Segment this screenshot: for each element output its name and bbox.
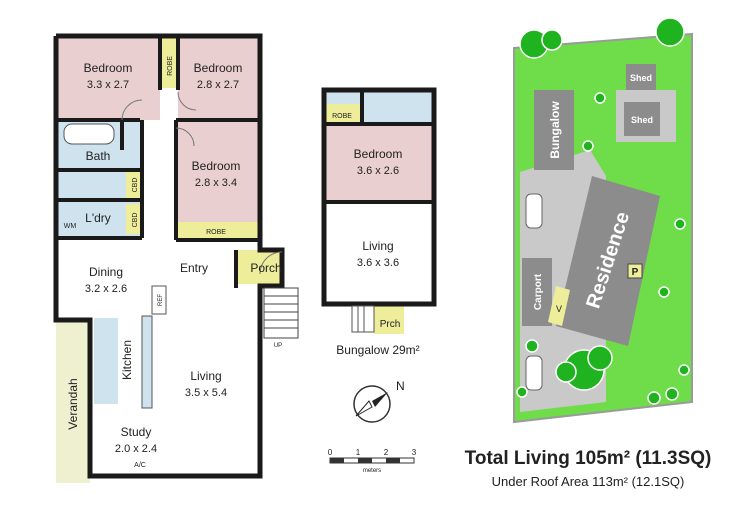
cbd-1-fill: [126, 170, 142, 198]
cbd-label: CBD: [132, 178, 139, 193]
tree-icon: [516, 17, 690, 405]
bungalow-porch-fill: [374, 306, 404, 334]
scale-tick: 0: [328, 448, 333, 457]
up-label: UP: [274, 343, 282, 349]
total-living-title: Total Living 105m² (11.3SQ): [465, 448, 712, 469]
room-name: Bedroom: [84, 61, 133, 75]
house-outer-wall: [53, 33, 285, 479]
room-name: Living: [190, 369, 221, 383]
site-carport: [522, 258, 552, 326]
bedroom-2-fill: [178, 38, 258, 120]
v-label: V: [556, 304, 562, 314]
robe-label: ROBE: [167, 56, 174, 76]
room-size: 3.2 x 2.6: [85, 283, 127, 295]
porch-label: Prch: [380, 319, 401, 330]
room-name: Study: [121, 425, 152, 439]
room-name: Bedroom: [194, 61, 243, 75]
room-name: Dining: [89, 265, 123, 279]
ref-label: REF: [158, 294, 164, 306]
room-size: 2.8 x 3.4: [195, 177, 237, 189]
robe-label: ROBE: [332, 113, 352, 120]
site-residence: [556, 176, 660, 346]
stairs-icon: [263, 287, 299, 339]
room-name: Living: [362, 239, 393, 253]
bungalow-steps-icon: [351, 305, 375, 333]
bedroom-1-fill: [58, 38, 160, 120]
car-icon: [525, 193, 543, 229]
fridge-space: [151, 285, 167, 315]
bungalow-plan: ROBE Bedroom 3.6 x 2.6 Living 3.6 x 3.6 …: [321, 87, 437, 357]
room-size: 3.6 x 3.6: [357, 257, 399, 269]
shed-label: Shed: [631, 115, 653, 125]
bungalow-bedroom-fill: [326, 124, 432, 200]
bathtub-icon: [63, 123, 115, 145]
robe-label: ROBE: [206, 229, 226, 236]
door-swing: [121, 99, 143, 121]
scale-tick: 1: [356, 448, 361, 457]
site-plan: Shed Shed Bungalow Residence Carport V P: [513, 17, 693, 424]
car-icon: [525, 355, 543, 391]
room-size: 2.8 x 2.7: [197, 79, 239, 91]
cbd-label: CBD: [132, 213, 139, 228]
porch-fill: [236, 250, 282, 284]
kitchen-bench-fill: [94, 318, 118, 404]
door-swing: [175, 127, 195, 147]
shed-1: [626, 64, 656, 90]
room-name: Bath: [86, 149, 111, 163]
scale-tick: 3: [412, 448, 417, 457]
robe-bottom-fill: [176, 222, 258, 240]
bungalow-outer-wall: [321, 87, 437, 307]
bungalow-caption: Bungalow 29m²: [336, 343, 419, 357]
cbd-2-fill: [126, 204, 142, 234]
kitchen-island: [141, 315, 153, 409]
carport-label: Carport: [533, 273, 544, 310]
room-name: Bedroom: [192, 159, 241, 173]
main-house-plan: Bedroom 3.3 x 2.7 Bedroom 2.8 x 2.7 Bedr…: [53, 33, 299, 483]
scale-unit: meters: [363, 468, 381, 474]
robe-top-fill: [160, 38, 178, 88]
compass-icon: N: [353, 379, 405, 423]
room-name: L'dry: [85, 211, 111, 225]
p-label: P: [632, 267, 639, 278]
bungalow-robe-fill: [326, 104, 360, 122]
bungalow-label: Bungalow: [548, 101, 562, 159]
compass-north-label: N: [396, 379, 405, 393]
wm-label: WM: [64, 223, 77, 230]
room-name: Bedroom: [354, 147, 403, 161]
entry-label: Entry: [180, 261, 208, 275]
shed-2: [624, 102, 660, 136]
room-size: 3.6 x 2.6: [357, 165, 399, 177]
site-bungalow: [534, 90, 574, 170]
room-size: 3.3 x 2.7: [87, 79, 129, 91]
verandah-fill: [56, 318, 90, 483]
site-porch: [627, 263, 643, 279]
room-name: Verandah: [66, 378, 80, 429]
under-roof-area: Under Roof Area 113m² (12.1SQ): [492, 474, 685, 489]
room-size: 2.0 x 2.4: [115, 443, 157, 455]
room-name: Kitchen: [120, 340, 134, 380]
room-size: 3.5 x 5.4: [185, 387, 227, 399]
door-swing: [177, 91, 197, 111]
scale-bar: 0 1 2 3 meters: [328, 448, 417, 474]
porch-label: Porch: [250, 261, 281, 275]
shed-label: Shed: [630, 73, 652, 83]
bedroom-3-fill: [176, 122, 258, 222]
door-swing: [259, 251, 283, 275]
ac-label: A/C: [134, 462, 146, 469]
site-verandah: [548, 286, 570, 326]
scale-tick: 2: [384, 448, 389, 457]
